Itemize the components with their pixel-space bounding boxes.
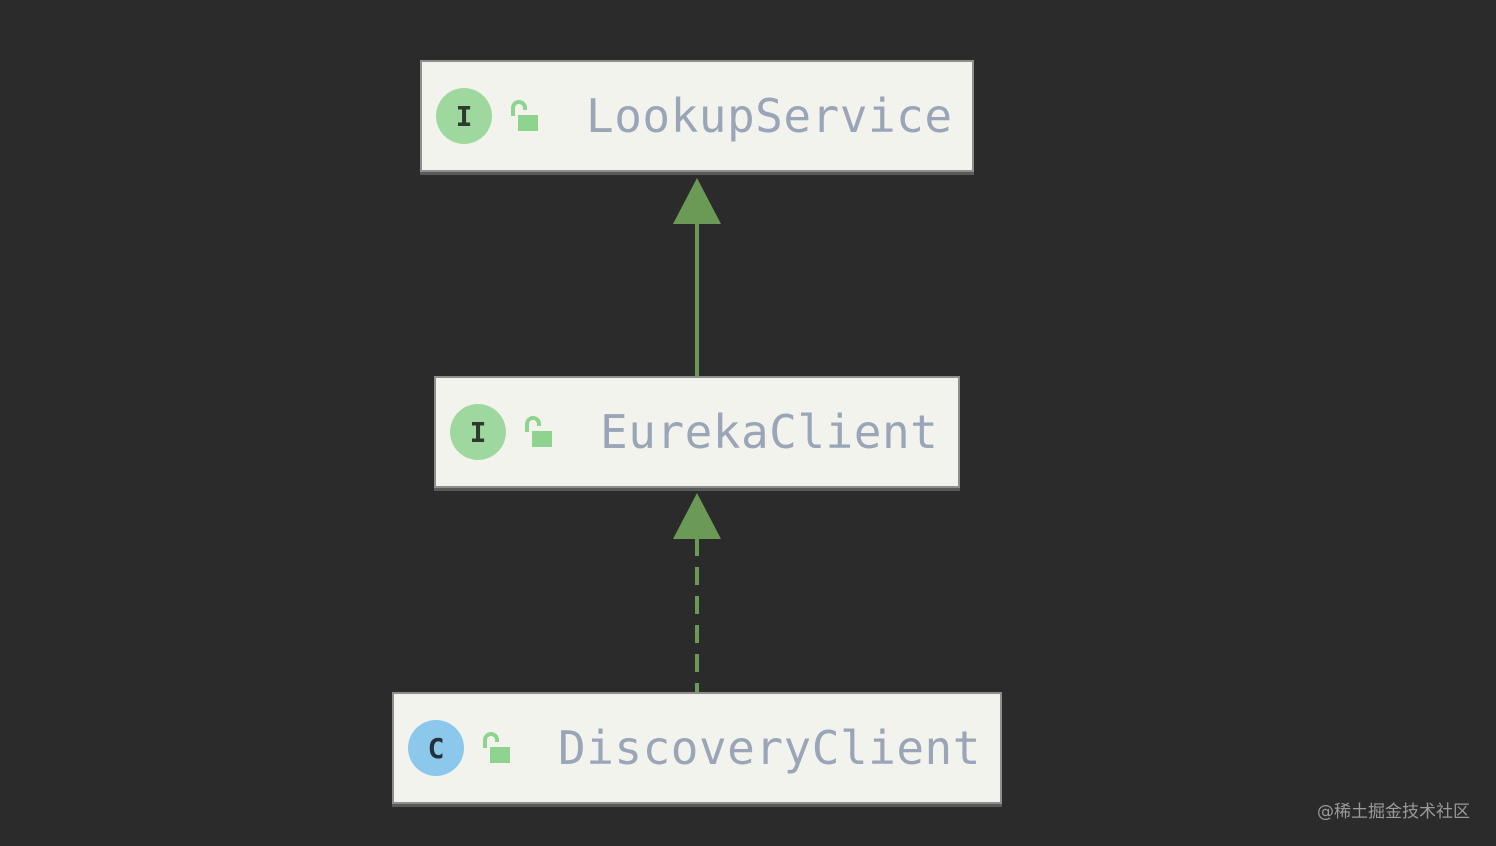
unlocked-padlock-icon xyxy=(511,100,538,131)
unlocked-padlock-icon xyxy=(525,416,552,447)
interface-badge-icon: I xyxy=(450,404,506,460)
node-label: DiscoveryClient xyxy=(558,721,981,775)
node-label: LookupService xyxy=(586,89,953,143)
watermark-text: @稀土掘金技术社区 xyxy=(1317,802,1470,822)
arrowhead-lookupservice xyxy=(673,178,721,224)
class-badge-icon: C xyxy=(408,720,464,776)
node-eurekaclient[interactable]: I EurekaClient xyxy=(434,376,960,488)
node-lookupservice[interactable]: I LookupService xyxy=(420,60,974,172)
interface-badge-icon: I xyxy=(436,88,492,144)
node-label: EurekaClient xyxy=(600,405,939,459)
arrowhead-eurekaclient xyxy=(673,493,721,539)
node-discoveryclient[interactable]: C DiscoveryClient xyxy=(392,692,1002,804)
unlocked-padlock-icon xyxy=(483,732,510,763)
